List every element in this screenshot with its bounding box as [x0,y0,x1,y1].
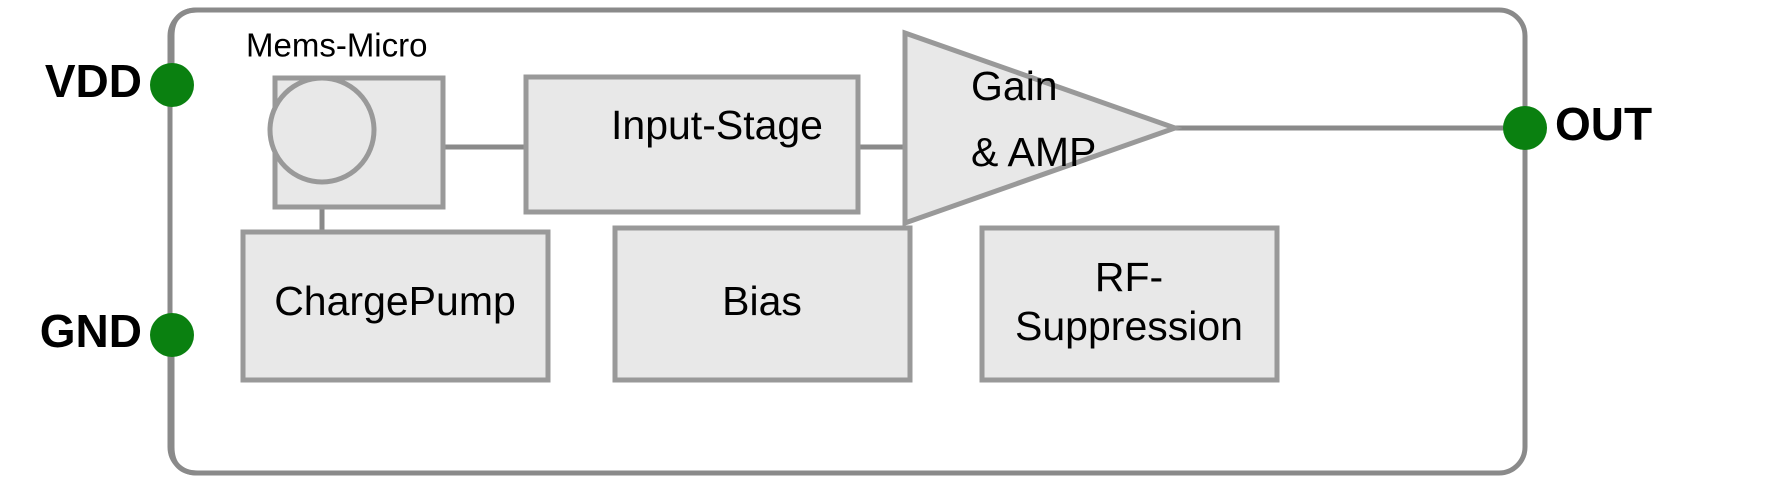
mems-micro-caption: Mems-Micro [246,27,427,64]
terminal-out[interactable]: OUT [1503,98,1652,150]
charge-pump-body[interactable] [240,229,551,383]
rf-suppression-body[interactable] [979,225,1280,383]
block-input-stage[interactable]: Input-Stage [523,74,861,215]
input-stage-label: Input-Stage [611,102,823,148]
block-gain-amp[interactable]: Gain & AMP [902,29,1183,227]
out-terminal-dot[interactable] [1503,106,1547,150]
chip-boundary [167,7,1528,476]
block-rf-suppression[interactable]: RF- Suppression [979,225,1280,383]
rf-suppression-label-line1: RF- [1095,254,1163,300]
rf-suppression-label-line2: Suppression [1015,303,1243,349]
wire-layer [169,7,1525,476]
wire-gnd-to-chip [169,335,199,476]
vdd-terminal-dot[interactable] [150,63,194,107]
input-stage-body[interactable] [523,74,861,215]
gnd-terminal-label: GND [40,305,142,357]
charge-pump-label: ChargePump [274,278,516,324]
out-terminal-label: OUT [1555,98,1652,150]
block-mems-micro[interactable]: Mems-Micro [246,27,446,210]
gain-amp-label-line1: Gain [971,63,1058,109]
gnd-terminal-dot[interactable] [150,313,194,357]
wire-vdd-to-chip [169,7,199,85]
block-bias[interactable]: Bias [612,225,913,383]
terminal-vdd[interactable]: VDD [45,55,194,107]
bias-body[interactable] [612,225,913,383]
block-charge-pump[interactable]: ChargePump [240,229,551,383]
vdd-terminal-label: VDD [45,55,142,107]
gain-amp-label-line2: & AMP [971,129,1096,175]
amplifier-triangle[interactable] [902,29,1183,227]
bias-label: Bias [722,278,802,324]
terminal-gnd[interactable]: GND [40,305,194,357]
microphone-membrane-icon [267,75,377,185]
